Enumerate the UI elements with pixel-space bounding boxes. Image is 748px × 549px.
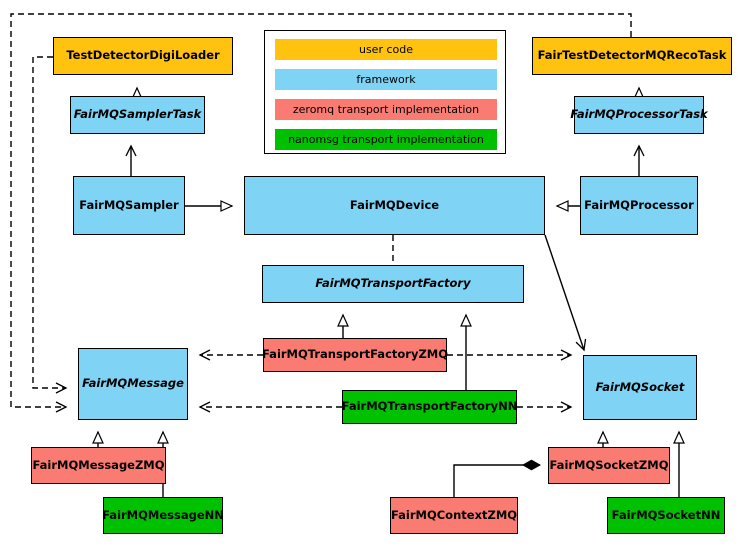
class-box-fair-mq-message-zmq[interactable]: FairMQMessageZMQ	[31, 447, 166, 484]
class-box-fair-mq-sampler[interactable]: FairMQSampler	[73, 176, 185, 235]
edge-digiloader-to-message	[32, 56, 68, 394]
edge-contextzmq-to-socketzmq	[453, 465, 540, 497]
class-box-fair-mq-socket-nn[interactable]: FairMQSocketNN	[607, 497, 725, 534]
class-box-fair-mq-context-zmq[interactable]: FairMQContextZMQ	[390, 497, 518, 534]
class-box-fair-test-detector-mq-reco-task[interactable]: FairTestDetectorMQRecoTask	[532, 37, 732, 75]
class-box-fair-mq-socket-zmq[interactable]: FairMQSocketZMQ	[548, 447, 670, 484]
legend-swatch-framework: framework	[275, 69, 497, 90]
legend-panel: user code framework zeromq transport imp…	[264, 30, 506, 154]
class-box-test-detector-digi-loader[interactable]: TestDetectorDigiLoader	[53, 37, 233, 75]
class-box-fair-mq-message-nn[interactable]: FairMQMessageNN	[102, 497, 224, 534]
class-box-fair-mq-sampler-task[interactable]: FairMQSamplerTask	[70, 96, 205, 134]
class-box-fair-mq-message[interactable]: FairMQMessage	[78, 348, 188, 420]
legend-swatch-user-code: user code	[275, 39, 497, 60]
class-box-fair-mq-processor-task[interactable]: FairMQProcessorTask	[570, 96, 708, 134]
legend-swatch-zeromq: zeromq transport implementation	[275, 99, 497, 120]
edge-device-to-socket	[544, 234, 587, 352]
legend-swatch-nanomsg: nanomsg transport implementation	[275, 129, 497, 150]
class-box-fair-mq-transport-factory-nn[interactable]: FairMQTransportFactoryNN	[342, 390, 517, 424]
class-box-fair-mq-transport-factory[interactable]: FairMQTransportFactory	[262, 265, 524, 303]
class-box-fair-mq-transport-factory-zmq[interactable]: FairMQTransportFactoryZMQ	[262, 338, 448, 372]
class-box-fair-mq-processor[interactable]: FairMQProcessor	[580, 176, 698, 235]
class-box-fair-mq-socket[interactable]: FairMQSocket	[583, 355, 697, 420]
class-box-fair-mq-device[interactable]: FairMQDevice	[244, 176, 545, 235]
